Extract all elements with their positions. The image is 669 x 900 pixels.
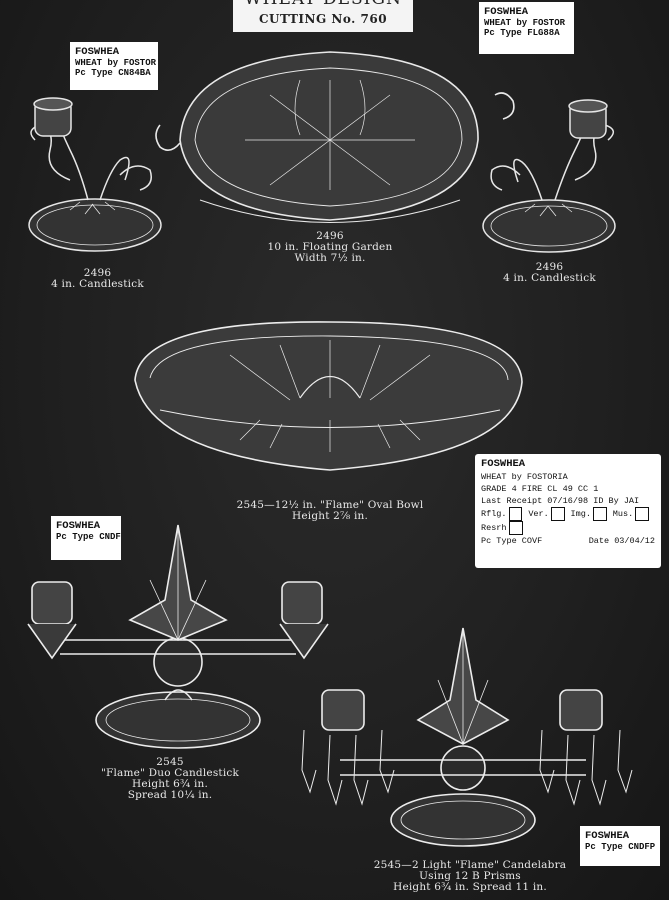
card-resrh-row: Resrh (481, 521, 655, 535)
caption-line: Width 7½ in. (294, 252, 366, 264)
caption-line: 2496 (83, 267, 112, 279)
candlestick-right-image (482, 99, 616, 253)
card-pc-type: Pc Type COVF (481, 536, 543, 546)
inventory-detail-card: FOSWHEA WHEAT by FOSTORIA GRADE 4 FIRE C… (475, 454, 661, 568)
tag-pc-type: Pc Type FLG88A (484, 28, 560, 38)
rflg-label: Rflg. (481, 509, 507, 519)
caption-line: 10 in. Floating Garden (267, 241, 393, 253)
caption-line: Using 12 B Prisms (419, 870, 521, 882)
caption-line: "Flame" Duo Candlestick (100, 767, 240, 779)
floating-garden-bowl-image (155, 51, 515, 223)
caption-candlestick-left: 2496 4 in. Candlestick (40, 268, 155, 290)
caption-duo-candlestick: 2545 "Flame" Duo Candlestick Height 6¾ i… (95, 757, 245, 801)
tag-maker: WHEAT by FOSTOR (484, 18, 566, 28)
caption-line: 2545—2 Light "Flame" Candelabra (373, 859, 567, 871)
tag-code: FOSWHEA (75, 46, 120, 58)
caption-line: 4 in. Candlestick (503, 272, 596, 284)
caption-oval-bowl: 2545—12½ in. "Flame" Oval Bowl Height 2⅞… (220, 500, 440, 522)
caption-line: Height 6¾ in. Spread 11 in. (393, 881, 547, 893)
duo-candlestick-image (27, 524, 329, 749)
card-flags-row: Rflg. Ver. Img. Mus. (481, 507, 655, 521)
tag-pc-type: Pc Type CNDFP (585, 842, 656, 852)
caption-line: 2545—12½ in. "Flame" Oval Bowl (236, 499, 424, 511)
caption-candelabra: 2545—2 Light "Flame" Candelabra Using 12… (365, 860, 575, 893)
card-footer-row: Pc Type COVF Date 03/04/12 (481, 535, 655, 547)
card-date: Date 03/04/12 (588, 536, 655, 546)
mus-checkbox[interactable] (635, 507, 649, 521)
card-maker: WHEAT by FOSTORIA (481, 472, 568, 482)
card-last-receipt: Last Receipt 07/16/98 ID By JAI (481, 496, 640, 506)
tag-pc-type: Pc Type CNDF (56, 532, 121, 542)
caption-line: 2545 (156, 756, 184, 768)
candlestick-left-image (28, 97, 162, 252)
rflg-checkbox[interactable] (508, 507, 523, 521)
tag-code: FOSWHEA (585, 830, 630, 842)
tag-maker: WHEAT by FOSTOR (75, 58, 157, 68)
inventory-tag-cndfp: FOSWHEA Pc Type CNDFP (580, 826, 660, 866)
inventory-tag-flg88a: FOSWHEA WHEAT by FOSTOR Pc Type FLG88A (479, 2, 574, 54)
catalog-title: WHEAT DESIGN (233, 0, 413, 8)
cutting-number: CUTTING No. 760 (258, 12, 388, 26)
card-code: FOSWHEA (481, 458, 526, 470)
caption-line: Height 6¾ in. (131, 778, 209, 790)
tag-pc-type: Pc Type CN84BA (75, 68, 151, 78)
caption-line: Height 2⅞ in. (291, 510, 369, 522)
caption-floating-garden: 2496 10 in. Floating Garden Width 7½ in. (255, 231, 405, 264)
ver-checkbox[interactable] (550, 507, 565, 521)
caption-line: 2496 (535, 261, 564, 273)
caption-line: 2496 (316, 230, 344, 242)
resrh-label: Resrh (481, 523, 507, 533)
caption-line: 4 in. Candlestick (51, 278, 144, 290)
inventory-tag-cn84ba: FOSWHEA WHEAT by FOSTOR Pc Type CN84BA (70, 42, 158, 90)
card-grade: GRADE 4 FIRE CL 49 CC 1 (481, 484, 599, 494)
tag-code: FOSWHEA (56, 520, 101, 532)
oval-bowl-image (134, 321, 523, 471)
caption-line: Spread 10¼ in. (127, 789, 213, 801)
img-label: Img. (570, 509, 591, 519)
resrh-checkbox[interactable] (508, 521, 523, 535)
tag-code: FOSWHEA (484, 6, 529, 18)
ver-label: Ver. (528, 509, 549, 519)
candelabra-image (301, 627, 633, 847)
mus-label: Mus. (612, 509, 634, 519)
img-checkbox[interactable] (592, 507, 607, 521)
caption-candlestick-right: 2496 4 in. Candlestick (492, 262, 607, 284)
catalog-header: WHEAT DESIGN CUTTING No. 760 (233, 0, 413, 32)
inventory-tag-cndf: FOSWHEA Pc Type CNDF (51, 516, 121, 560)
